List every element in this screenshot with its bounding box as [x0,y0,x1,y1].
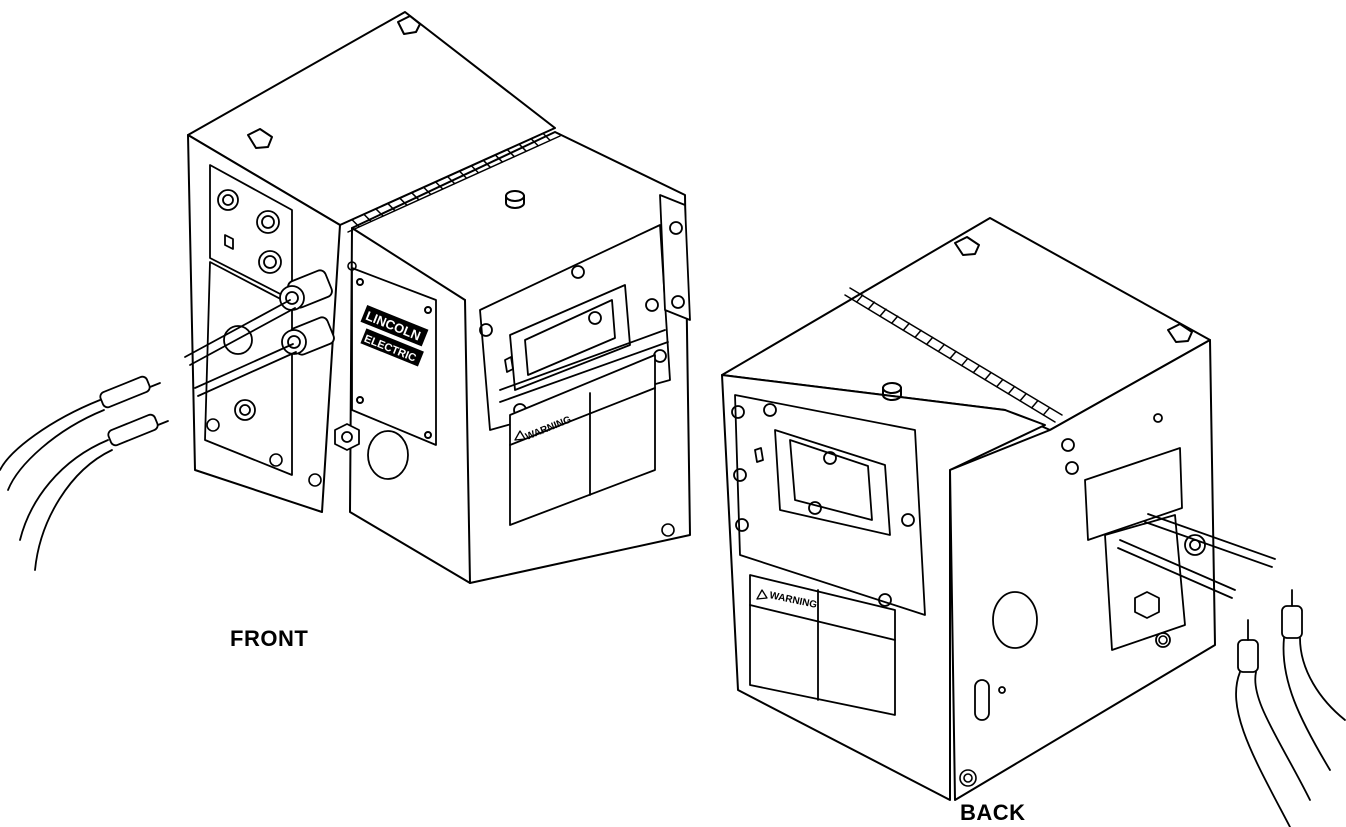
hinge-knuckle [902,322,911,332]
front-brand-plate: LINCOLN ELECTRIC [351,267,437,446]
back-top-knob [882,382,902,401]
hinge-knuckle [530,138,539,147]
back-hose [1235,589,1346,827]
hinge-knuckle [387,202,396,212]
hinge-knuckle [855,294,864,303]
hinge-knuckle [1030,400,1039,409]
front-gas-fitting [184,269,335,397]
hinge-knuckle [410,191,420,201]
front-unit: LINCOLN ELECTRIC [0,11,691,584]
hinge-knuckle [351,218,360,228]
back-latch-icon [954,236,1193,343]
back-right-face [949,339,1216,801]
hinge-knuckle [937,343,946,353]
front-view-label: FRONT [230,626,309,651]
hinge-knuckle [542,132,551,142]
hinge-knuckle [482,159,492,169]
hinge-knuckle [867,301,876,310]
back-hinge [844,287,1063,423]
front-latch-icon [247,15,421,149]
front-hinge [339,127,561,233]
hinge-knuckle [375,208,384,217]
back-warning-label: WARNING [749,574,896,716]
hinge-knuckle [984,371,992,381]
hinge-knuckle [925,336,934,346]
back-unit: WARNING [721,217,1346,827]
hinge-knuckle [446,175,456,185]
hinge-knuckle [1042,407,1051,416]
hinge-knuckle [494,154,504,163]
hinge-knuckle [398,197,408,206]
hinge-knuckle [972,364,981,374]
hinge-knuckle [506,148,515,158]
hinge-knuckle [914,329,922,339]
hinge-knuckle [1019,393,1027,402]
hinge-knuckle [458,170,468,179]
front-connector-panel [204,164,293,476]
front-port [334,423,409,480]
front-warning-label: WARNING [509,354,656,526]
hinge-knuckle [422,186,432,196]
front-top-knob [505,190,525,209]
hinge-knuckle [879,308,887,317]
hinge-knuckle [363,213,372,222]
hinge-knuckle [890,315,899,324]
hinge-knuckle [960,357,969,367]
hinge-knuckle [1007,386,1016,395]
back-connector-panel [974,413,1276,721]
hinge-knuckle [995,378,1004,388]
hinge-knuckle [434,181,444,190]
back-meter-panel [731,394,926,616]
hinge-knuckle [518,143,527,152]
hinge-knuckle [949,350,957,360]
back-view-label: BACK [960,800,1026,825]
back-base-screws [959,635,1168,787]
hinge-knuckle [470,164,480,174]
front-base-screws [206,261,675,537]
front-hose [0,375,169,571]
